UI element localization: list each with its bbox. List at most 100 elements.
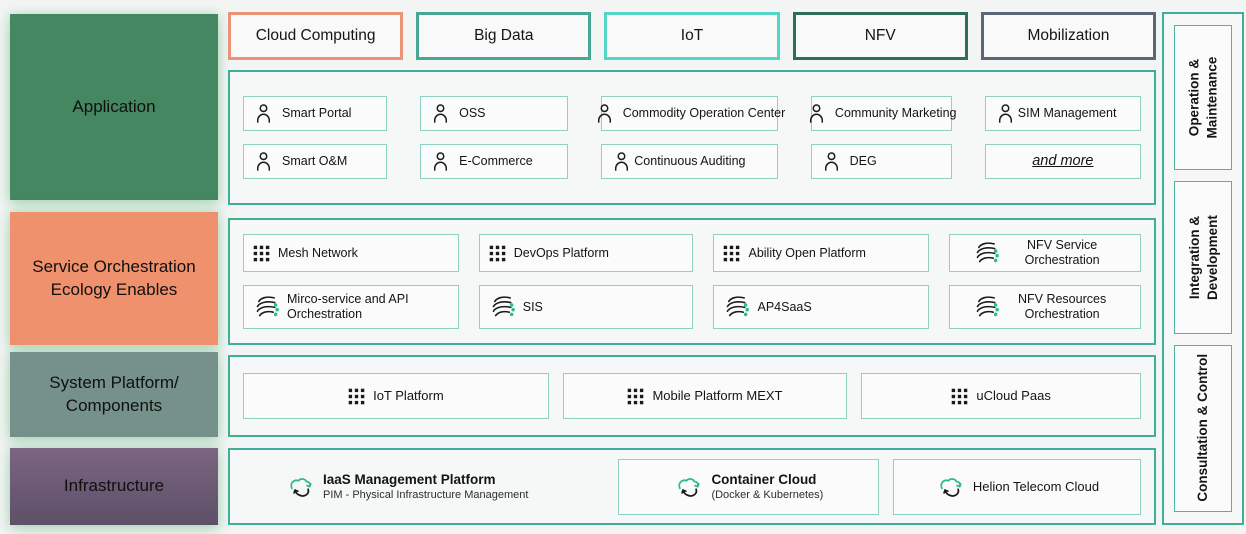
app-item-label: Smart Portal — [282, 106, 352, 120]
service-item-nfv-service-orchestration: NFV Service Orchestration — [949, 234, 1141, 272]
grid-icon — [348, 388, 365, 405]
app-item-continuous-auditing: Continuous Auditing — [601, 144, 778, 179]
layer-infrastructure: Infrastructure — [10, 448, 218, 525]
right-panel-label-line1: Operation & — [1186, 58, 1202, 137]
infra-item-container-cloud: Container Cloud (Docker & Kubernetes) — [617, 458, 879, 515]
service-item-label: DevOps Platform — [513, 245, 609, 260]
tab-iot-label: IoT — [680, 27, 704, 44]
right-panel-item-operation-maintenance: Operation & Maintenance — [1174, 25, 1232, 170]
layer-service-orchestration-label: Service Orchestration Ecology Enables — [32, 256, 196, 299]
system-platform-container: IoT Platform Mobile Platform MEXT uCloud… — [228, 355, 1156, 437]
infra-item-sublabel: (Docker & Kubernetes) — [711, 489, 824, 502]
app-item-label: Continuous Auditing — [634, 154, 746, 168]
right-panel-label: Integration & Development — [1185, 215, 1220, 300]
system-item-ucloud-paas: uCloud Paas — [861, 373, 1141, 419]
service-item-micro-service-api-orchestration: Mirco-service and API Orchestration — [243, 285, 459, 329]
infra-item-label: IaaS Management Platform — [323, 471, 496, 487]
service-item-label: SIS — [522, 299, 543, 314]
orchestration-icon — [253, 294, 279, 320]
app-item-label: Commodity Operation Center — [622, 106, 786, 120]
right-panel-label-line1: Integration & — [1186, 215, 1202, 299]
right-panel-label: Operation & Maintenance — [1185, 57, 1220, 139]
orchestration-icon — [489, 294, 515, 320]
service-item-nfv-resources-orchestration: NFV Resources Orchestration — [949, 285, 1141, 329]
cloud-sync-icon — [285, 475, 315, 499]
person-icon — [611, 151, 632, 172]
layer-infrastructure-label: Infrastructure — [63, 476, 165, 496]
app-item-smart-portal: Smart Portal — [243, 96, 388, 131]
tab-mobilization-label: Mobilization — [1027, 27, 1110, 44]
service-item-ap4saas: AP4SaaS — [713, 285, 930, 329]
grid-icon — [951, 388, 968, 405]
app-item-label: SIM Management — [1017, 106, 1117, 120]
app-item-oss: OSS — [420, 96, 569, 131]
system-item-label: Mobile Platform MEXT — [652, 388, 783, 404]
service-item-devops-platform: DevOps Platform — [478, 234, 694, 272]
service-item-ability-open-platform: Ability Open Platform — [713, 234, 930, 272]
app-item-deg: DEG — [810, 144, 952, 179]
right-services-panel: Operation & Maintenance Integration & De… — [1162, 12, 1244, 525]
cloud-sync-icon — [935, 475, 965, 499]
service-item-label: Mirco-service and API Orchestration — [287, 292, 409, 321]
app-item-label: E-Commerce — [459, 154, 533, 168]
layer-application-label: Application — [72, 96, 156, 116]
grid-icon — [627, 388, 644, 405]
app-item-label: Community Marketing — [834, 106, 957, 120]
person-icon — [430, 103, 451, 124]
service-orchestration-container: Mesh Network DevOps Platform Ability Ope… — [228, 218, 1156, 345]
infra-item-sublabel: PIM - Physical Infrastructure Management — [323, 489, 529, 502]
infra-item-label: Helion Telecom Cloud — [972, 478, 1100, 494]
infrastructure-container: IaaS Management Platform PIM - Physical … — [228, 448, 1156, 525]
infra-item-helion-telecom-cloud: Helion Telecom Cloud — [892, 458, 1141, 515]
person-icon — [821, 151, 842, 172]
tab-nfv: NFV — [792, 12, 968, 60]
service-item-label: Ability Open Platform — [748, 245, 866, 260]
right-panel-label: Consultation & Control — [1194, 354, 1212, 502]
orchestration-icon — [723, 294, 749, 320]
person-icon — [253, 151, 274, 172]
right-panel-item-integration-development: Integration & Development — [1174, 180, 1232, 334]
layer-application: Application — [10, 14, 218, 200]
person-icon — [995, 103, 1016, 124]
layer-system-platform: System Platform/ Components — [10, 352, 218, 437]
system-item-mobile-platform-mext: Mobile Platform MEXT — [562, 373, 848, 419]
app-item-commodity-operation-center: Commodity Operation Center — [601, 96, 785, 131]
application-container: Smart Portal OSS Commodity Operation Cen… — [228, 70, 1156, 205]
service-item-label: Mesh Network — [278, 245, 358, 260]
grid-icon — [253, 245, 270, 262]
service-item-label: NFV Service Orchestration — [1024, 238, 1100, 267]
orchestration-icon — [973, 240, 999, 266]
service-item-label: AP4SaaS — [757, 299, 812, 314]
tab-nfv-label: NFV — [864, 27, 896, 44]
infra-item-text: IaaS Management Platform PIM - Physical … — [323, 471, 528, 503]
person-icon — [253, 103, 274, 124]
tab-big-data-label: Big Data — [474, 27, 534, 44]
app-item-community-marketing: Community Marketing — [811, 96, 957, 131]
tab-iot: IoT — [604, 12, 780, 60]
grid-icon — [723, 245, 740, 262]
right-panel-label-line2: Development — [1204, 214, 1219, 300]
system-item-label: IoT Platform — [373, 388, 444, 404]
infra-item-iaas-management-platform: IaaS Management Platform PIM - Physical … — [243, 459, 604, 515]
service-item-sis: SIS — [478, 285, 694, 329]
right-panel-label-line1: Consultation & Control — [1195, 354, 1211, 503]
person-icon — [594, 103, 615, 124]
service-item-label: NFV Resources Orchestration — [1017, 292, 1107, 321]
cloud-sync-icon — [673, 475, 703, 499]
app-item-smart-om: Smart O&M — [243, 144, 388, 179]
orchestration-icon — [973, 294, 999, 320]
and-more-label: and more — [1032, 152, 1094, 169]
tab-cloud-computing-label: Cloud Computing — [255, 27, 376, 44]
person-icon — [430, 151, 451, 172]
tab-mobilization: Mobilization — [980, 12, 1157, 60]
app-item-label: Smart O&M — [282, 154, 348, 168]
infra-item-label: Container Cloud — [711, 471, 817, 487]
right-panel-label-line2: Maintenance — [1204, 56, 1219, 139]
layer-system-platform-label: System Platform/ Components — [49, 372, 179, 415]
app-item-and-more: and more — [984, 144, 1141, 179]
person-icon — [806, 103, 827, 124]
app-item-sim-management: SIM Management — [984, 96, 1141, 131]
system-item-iot-platform: IoT Platform — [243, 373, 549, 419]
app-item-e-commerce: E-Commerce — [420, 144, 569, 179]
